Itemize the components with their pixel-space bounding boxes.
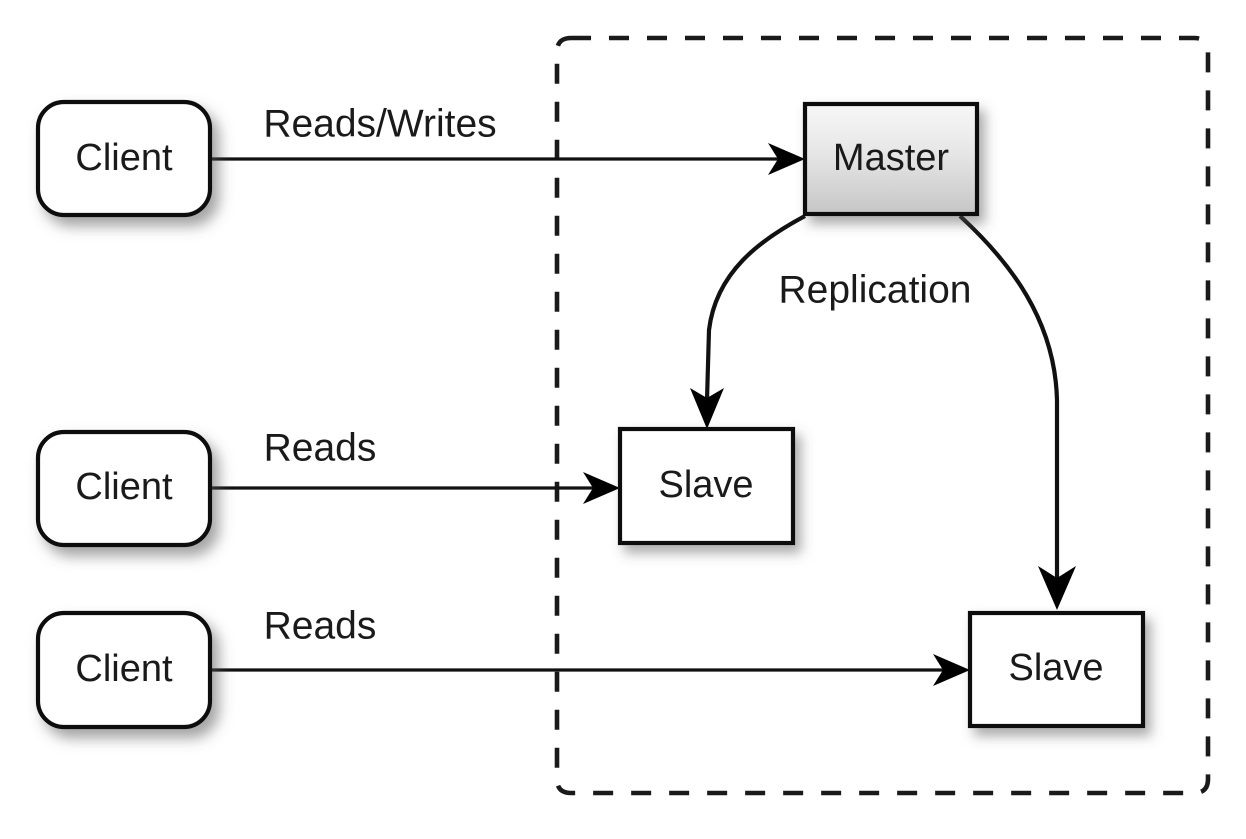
edge-label-reads-2: Reads bbox=[264, 426, 377, 469]
arrowhead-replication-slave2 bbox=[1038, 566, 1076, 610]
edge-label-reads-writes: Reads/Writes bbox=[263, 102, 496, 145]
node-client3-label: Client bbox=[75, 648, 173, 690]
node-client2-label: Client bbox=[75, 466, 173, 508]
edge-client1-to-master bbox=[210, 143, 805, 175]
node-slave2[interactable]: Slave bbox=[967, 610, 1146, 729]
node-client1-shape[interactable] bbox=[35, 99, 213, 218]
edge-master-to-slave1-replication bbox=[690, 214, 806, 429]
node-master-label: Master bbox=[833, 137, 949, 179]
node-slave2-shape[interactable] bbox=[967, 610, 1146, 729]
node-client1-label: Client bbox=[75, 137, 173, 179]
node-client2-shape[interactable] bbox=[35, 429, 213, 548]
node-client3-shape[interactable] bbox=[35, 610, 213, 730]
edge-master-to-slave2-replication bbox=[958, 214, 1076, 610]
node-slave1-shape[interactable] bbox=[617, 426, 796, 546]
edge-label-replication: Replication bbox=[779, 268, 972, 311]
arrowhead-to-slave1 bbox=[583, 472, 620, 504]
edge-curve-replication-right bbox=[958, 214, 1060, 578]
edge-client3-to-slave2 bbox=[210, 654, 970, 686]
arrowhead-replication-slave1 bbox=[690, 388, 724, 429]
node-slave1-label: Slave bbox=[658, 464, 753, 506]
node-master-shape[interactable] bbox=[802, 101, 980, 217]
node-master[interactable]: Master bbox=[802, 101, 980, 217]
node-slave1[interactable]: Slave bbox=[617, 426, 796, 546]
node-client2[interactable]: Client bbox=[35, 429, 213, 548]
node-client3[interactable]: Client bbox=[35, 610, 213, 730]
edge-label-reads-3: Reads bbox=[264, 604, 377, 647]
node-client1[interactable]: Client bbox=[35, 99, 213, 218]
edge-client2-to-slave1 bbox=[210, 472, 620, 504]
arrowhead-to-master bbox=[768, 143, 805, 175]
arrowhead-to-slave2 bbox=[933, 654, 970, 686]
edge-curve-replication-left bbox=[704, 214, 806, 401]
node-slave2-label: Slave bbox=[1008, 647, 1103, 689]
